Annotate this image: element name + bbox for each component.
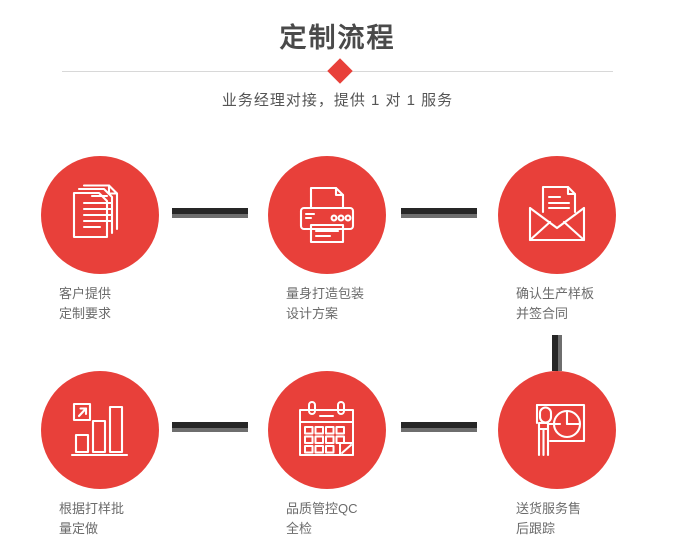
step-6-caption: 送货服务售 后跟踪 bbox=[516, 499, 581, 539]
page-title: 定制流程 bbox=[279, 23, 396, 53]
step-3-circle[interactable] bbox=[498, 156, 616, 274]
connector-bar bbox=[172, 422, 248, 428]
calendar-check-icon bbox=[294, 397, 360, 463]
connector-step5-step6 bbox=[401, 422, 477, 432]
step-3-caption: 确认生产样板 并签合同 bbox=[516, 284, 594, 324]
connector-shadow bbox=[401, 428, 477, 432]
step-6-circle[interactable] bbox=[498, 371, 616, 489]
step-4-label-line2: 量定做 bbox=[59, 521, 99, 536]
bar-chart-growth-icon bbox=[67, 397, 133, 463]
step-5-circle[interactable] bbox=[268, 371, 386, 489]
documents-stack-icon bbox=[67, 182, 133, 248]
step-2-label-line2: 设计方案 bbox=[286, 306, 339, 321]
step-6-label-line1: 送货服务售 bbox=[516, 501, 582, 516]
connector-shadow bbox=[172, 214, 248, 218]
step-3-label-line1: 确认生产样板 bbox=[516, 286, 595, 301]
connector-step1-step2 bbox=[172, 208, 248, 218]
step-1-circle[interactable] bbox=[41, 156, 159, 274]
step-4[interactable]: 根据打样批 量定做 bbox=[41, 371, 159, 536]
step-4-label-line1: 根据打样批 bbox=[59, 501, 125, 516]
presentation-pie-chart-icon bbox=[524, 397, 590, 463]
connector-bar bbox=[401, 422, 477, 428]
connector-shadow bbox=[558, 335, 562, 371]
step-2[interactable]: 量身打造包装 设计方案 bbox=[268, 156, 386, 321]
page-subtitle: 业务经理对接，提供 1 对 1 服务 bbox=[221, 92, 454, 109]
step-1-caption: 客户提供 定制要求 bbox=[59, 284, 111, 324]
step-1[interactable]: 客户提供 定制要求 bbox=[41, 156, 159, 321]
printer-icon bbox=[294, 182, 360, 248]
step-3-label-line2: 并签合同 bbox=[516, 306, 569, 321]
step-2-label-line1: 量身打造包装 bbox=[286, 286, 365, 301]
step-3[interactable]: 确认生产样板 并签合同 bbox=[498, 156, 616, 321]
connector-step3-step6 bbox=[552, 335, 562, 371]
step-2-circle[interactable] bbox=[268, 156, 386, 274]
step-2-caption: 量身打造包装 设计方案 bbox=[286, 284, 364, 324]
step-5-label-line2: 全检 bbox=[286, 521, 313, 536]
diamond-marker-icon bbox=[327, 58, 353, 84]
step-4-circle[interactable] bbox=[41, 371, 159, 489]
connector-bar bbox=[172, 208, 248, 214]
envelope-letter-icon bbox=[524, 182, 590, 248]
step-5[interactable]: 品质管控QC 全检 bbox=[268, 371, 386, 536]
step-1-label-line2: 定制要求 bbox=[59, 306, 112, 321]
connector-step2-step3 bbox=[401, 208, 477, 218]
connector-bar bbox=[552, 335, 558, 371]
step-5-label-line1: 品质管控QC bbox=[286, 501, 358, 516]
step-6-label-line2: 后跟踪 bbox=[516, 521, 556, 536]
connector-bar bbox=[401, 208, 477, 214]
step-1-label-line1: 客户提供 bbox=[59, 286, 112, 301]
connector-shadow bbox=[172, 428, 248, 432]
step-5-caption: 品质管控QC 全检 bbox=[286, 499, 358, 539]
connector-shadow bbox=[401, 214, 477, 218]
step-6[interactable]: 送货服务售 后跟踪 bbox=[498, 371, 616, 536]
step-4-caption: 根据打样批 量定做 bbox=[59, 499, 124, 539]
connector-step4-step5 bbox=[172, 422, 248, 432]
